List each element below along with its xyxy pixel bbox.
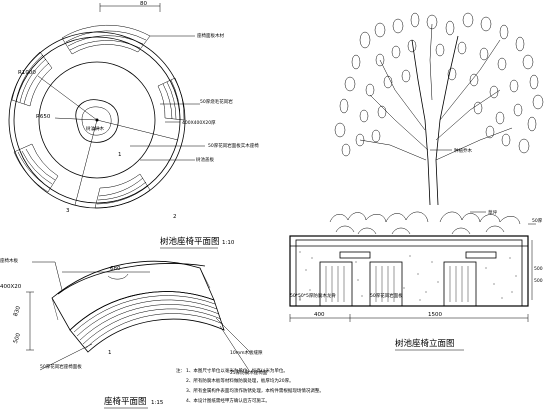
plan-label-paving-a: 50厚烧毛花岗岩 [200, 98, 233, 105]
plan-label-grate: 树池盖板 [196, 156, 214, 163]
bench-mark: 1 [108, 350, 112, 356]
tree-pool-bench-plan: 80 [8, 1, 259, 249]
bench-dim-d: 500 [13, 332, 22, 344]
elev-dim-400: 400 [314, 312, 325, 318]
elev-label-right1: 50厚 [532, 218, 543, 224]
elev-label-tree: 种植乔木 [454, 147, 472, 154]
tree-trunk [359, 23, 513, 206]
bench-label-wood: 座椅木板 [0, 257, 18, 264]
tree-canopy [334, 12, 544, 157]
elev-label-bottom-b: 50厚花岗岩面板 [370, 292, 403, 299]
bench-plan: 400X20 680 830 500 座椅木板 50厚花岗岩座椅面板 10mm木… [0, 257, 268, 409]
elev-label-right2: 500 [534, 266, 543, 272]
elev-label-right3: 500 [534, 278, 543, 284]
plan-label-top: 座椅面板木材 [197, 32, 224, 39]
bench-dim-c: 830 [13, 305, 22, 317]
bench-title: 座椅平面图 [104, 396, 147, 407]
tree-pool-bench-elevation: 种植乔木 草坪 50厚 500 500 50*50*5厚防腐木龙骨 50厚花岗岩… [289, 12, 544, 351]
plan-mark-3: 3 [66, 208, 70, 214]
elev-label-grass: 草坪 [488, 209, 497, 216]
note-1: 1、本图尺寸单位以毫米为单位，标高以米为单位。 [186, 367, 288, 374]
elev-title: 树池座椅立面图 [395, 338, 455, 349]
plan-label-paving-b: 50厚花岗岩面板实木座椅 [208, 142, 259, 149]
plan-radius-outer: R1000 [18, 70, 36, 76]
note-4: 4、本设计图纸需经甲方确认后方可施工。 [186, 397, 270, 404]
elev-dim-1500: 1500 [428, 312, 442, 318]
notes: 注： 1、本图尺寸单位以毫米为单位，标高以米为单位。 2、所有防腐木板等材料做防… [176, 367, 324, 404]
bench-scale: 1:15 [151, 400, 164, 406]
note-2: 2、所有防腐木板等材料做防腐处理，板厚均为20厚。 [186, 377, 294, 384]
plan-scale: 1:10 [222, 240, 235, 246]
plan-radius-inner: R650 [36, 114, 51, 120]
plan-label-tree: 树池树木 [86, 125, 104, 132]
plan-mark-1: 1 [118, 152, 122, 158]
bench-label-c: 25厚防腐木座椅面 [230, 369, 268, 376]
plan-dim-top: 80 [140, 1, 147, 7]
plan-label-size: 400X400X20厚 [182, 120, 216, 126]
notes-header: 注： [176, 367, 185, 374]
plan-mark-2: 2 [173, 214, 177, 220]
plan-title: 树池座椅平面图 [160, 236, 220, 247]
note-3: 3、所有金属构件表面均须作防锈处理，本构件需根据现场情况调整。 [186, 387, 324, 394]
elev-label-bottom-a: 50*50*5厚防腐木龙骨 [290, 292, 336, 299]
bench-label-b: 10mm木板缝隙 [230, 349, 263, 356]
bench-label-a: 50厚花岗岩座椅面板 [40, 363, 82, 370]
bench-dim-a: 400X20 [0, 284, 22, 290]
bench-dim-b: 680 [110, 266, 121, 272]
